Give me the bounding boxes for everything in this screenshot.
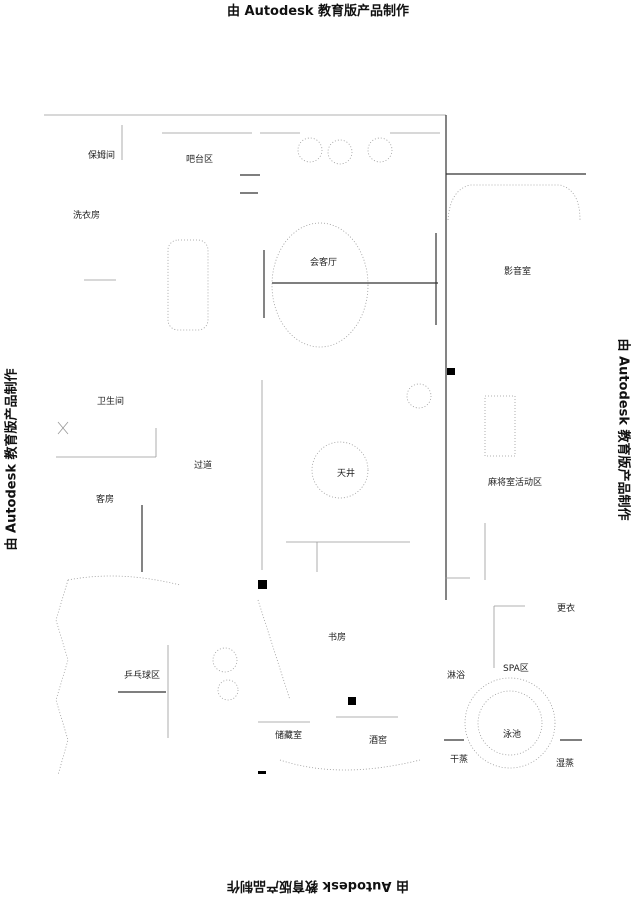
room-label-dry-sauna: 干蒸 <box>450 753 468 765</box>
room-label-pingpong: 乒乓球区 <box>124 669 160 681</box>
room-label-guest: 客房 <box>96 493 114 505</box>
room-label-theater: 影音室 <box>504 265 531 277</box>
room-label-changing: 更衣 <box>557 602 575 614</box>
room-label-wet-sauna: 湿蒸 <box>556 757 574 769</box>
room-label-corridor: 过道 <box>194 459 212 471</box>
room-label-shower: 淋浴 <box>447 669 465 681</box>
watermark-top: 由 Autodesk 教育版产品制作 <box>226 4 410 19</box>
room-labels: 保姆间 吧台区 洗衣房 会客厅 影音室 卫生间 过道 天井 客房 麻将室活动区 … <box>73 149 575 769</box>
room-label-laundry: 洗衣房 <box>73 209 100 221</box>
room-label-living: 会客厅 <box>310 256 337 268</box>
room-label-nanny: 保姆间 <box>88 149 115 161</box>
room-label-bar: 吧台区 <box>186 153 213 165</box>
room-label-wine: 酒窖 <box>369 734 387 746</box>
room-label-courtyard: 天井 <box>337 467 355 479</box>
room-label-spa: SPA区 <box>503 663 529 674</box>
walls <box>44 114 586 774</box>
room-label-pool: 泳池 <box>503 728 521 740</box>
room-label-study: 书房 <box>328 631 346 643</box>
room-label-mahjong: 麻将室活动区 <box>488 476 542 488</box>
room-label-storage: 储藏室 <box>275 729 302 741</box>
room-label-bathroom: 卫生间 <box>97 395 124 407</box>
furniture <box>55 137 581 776</box>
